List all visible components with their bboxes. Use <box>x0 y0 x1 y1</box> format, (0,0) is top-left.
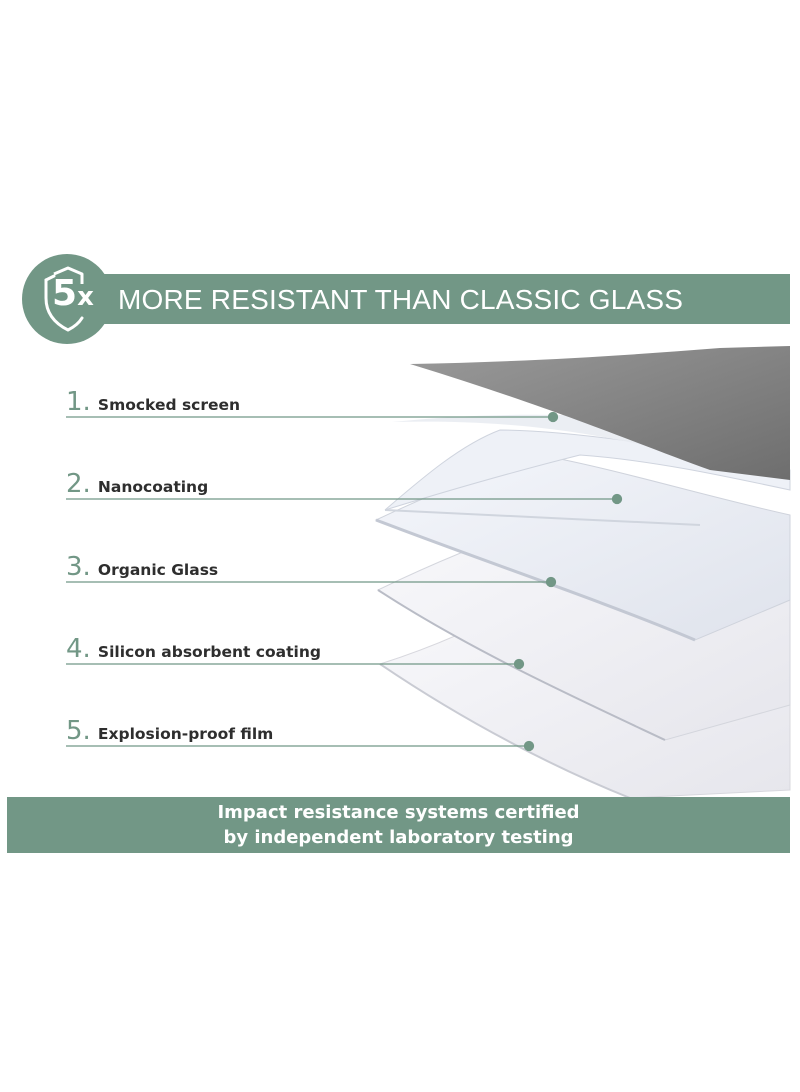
layer-text-3: Organic Glass <box>97 561 219 579</box>
layer-number-1: 1. <box>66 387 91 417</box>
callout-dot-5 <box>523 740 535 752</box>
shield-icon <box>44 266 84 332</box>
layer-1-sheet <box>410 346 790 480</box>
layer-text-5: Explosion-proof film <box>97 725 274 743</box>
layer-label-1: 1. Smocked screen <box>66 387 240 417</box>
callout-dot-4 <box>513 658 525 670</box>
layer-label-4: 4. Silicon absorbent coating <box>66 634 321 664</box>
layer-number-5: 5. <box>66 716 91 746</box>
badge-number: 5 <box>52 273 78 314</box>
badge-suffix: x <box>77 282 94 312</box>
callout-dot-3 <box>545 576 557 588</box>
layer-label-5: 5. Explosion-proof film <box>66 716 273 746</box>
layer-text-1: Smocked screen <box>97 396 241 414</box>
layer-text-4: Silicon absorbent coating <box>97 643 321 661</box>
footer-line-1: Impact resistance systems certified <box>217 802 580 823</box>
layer-text-2: Nanocoating <box>97 478 209 496</box>
layer-label-3: 3. Organic Glass <box>66 552 218 582</box>
header-bar <box>62 274 790 324</box>
footer-text: Impact resistance systems certified by i… <box>7 800 790 850</box>
layer-number-2: 2. <box>66 469 91 499</box>
layer-label-2: 2. Nanocoating <box>66 469 208 499</box>
badge: 5x <box>22 254 112 344</box>
layer-number-4: 4. <box>66 634 91 664</box>
callout-dot-2 <box>611 493 623 505</box>
badge-text: 5x <box>52 273 112 314</box>
callout-dot-1 <box>547 411 559 423</box>
layer-number-3: 3. <box>66 552 91 582</box>
footer-bar <box>7 797 790 853</box>
header-title: MORE RESISTANT THAN CLASSIC GLASS <box>118 284 684 315</box>
footer-line-2: by independent laboratory testing <box>223 827 574 848</box>
